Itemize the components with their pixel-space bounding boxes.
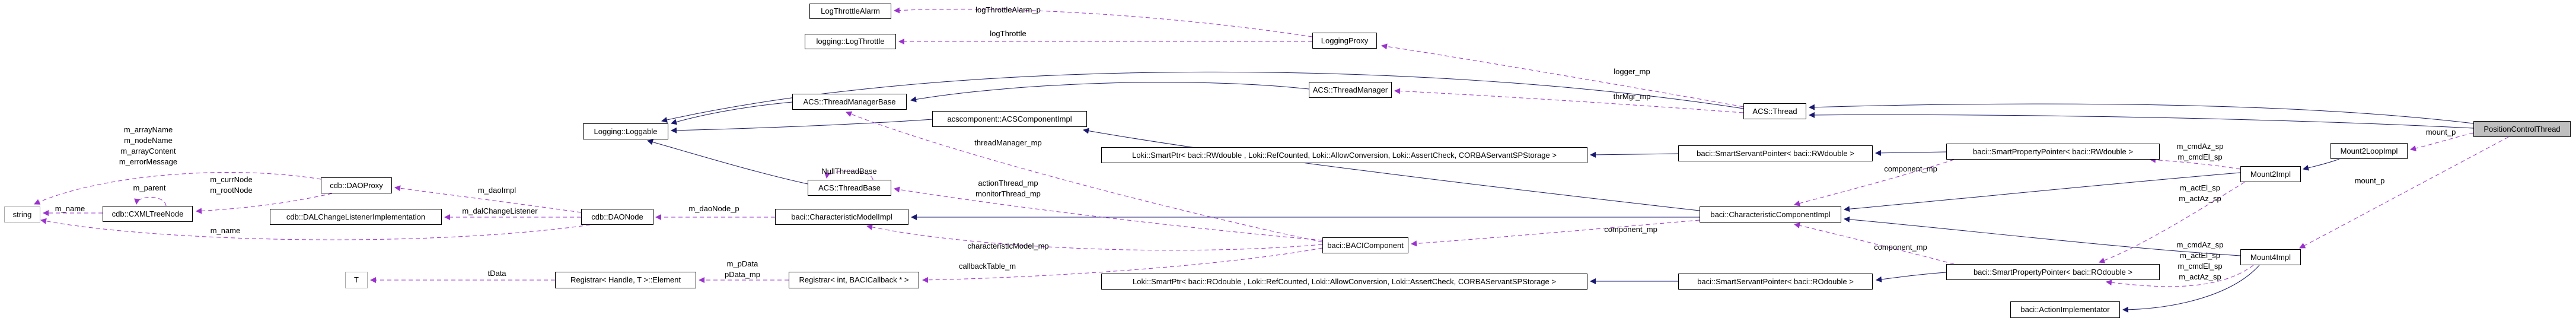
class-node-lt[interactable]: logging::LogThrottle [805,34,896,49]
edge-label-lproxy-lta: logThrottleAlarm_p [975,5,1041,14]
edge-m4-to-actimpl [2122,265,2260,313]
class-node-sspro[interactable]: baci::SmartServantPointer< baci::ROdoubl… [1678,274,1873,290]
edge-spprw-to-ssprw [1875,150,1947,156]
edge-spprw-to-cci [1794,159,1955,206]
class-node-tm[interactable]: ACS::ThreadManager [1309,82,1392,98]
edge-label-bacicomp-tmb: threadManager_mp [974,138,1042,147]
class-node-loggable[interactable]: Logging::Loggable [583,123,668,139]
edge-thread-to-lproxy [1381,43,1744,107]
edge-m2-to-cci [1844,172,2241,212]
edge-label-daonode-daoproxy: m_daoImpl [477,186,517,195]
edge-label-bacicomp-cmodel: characteristicModel_mp [967,241,1049,250]
edge-label-daoproxy-cxml: m_currNode m_rootNode [210,175,253,195]
edge-label-cxml-cxml: m_parent [133,183,166,192]
edge-label-m2-sppro: m_actEl_sp m_actAz_sp [2179,183,2221,203]
edge-label-m4-sppro: m_cmdAz_sp m_actEl_sp m_cmdEl_sp m_actAz… [2176,240,2224,281]
edge-label-lproxy-lt: logThrottle [990,29,1026,38]
edge-label-daonode-dal: m_dalChangeListener [462,206,538,215]
edge-m2-to-sppro [2099,182,2245,263]
edge-daoproxy-to-cxml [196,193,333,214]
class-node-dal[interactable]: cdb::DALChangeListenerImplementation [270,209,442,225]
edge-label-thread-tm: thrMgr_mp [1613,92,1651,101]
edge-label-elem-T: tData [487,269,506,278]
edge-cxml-to-cxml [134,196,167,206]
edge-tb-to-loggable [647,139,808,185]
edge-daonode-to-daoproxy [394,185,582,213]
edge-ssprw-to-lokirw [1590,151,1679,158]
edge-thread-to-tm [1394,88,1744,113]
class-node-elem[interactable]: Registrar< Handle, T >::Element [555,272,696,288]
edge-daoproxy-to-string [34,172,321,205]
edge-daonode-to-string [40,218,591,240]
class-node-bacicomp[interactable]: baci::BACIComponent [1322,237,1408,253]
class-node-m2[interactable]: Mount2Impl [2240,166,2301,182]
class-node-cxml[interactable]: cdb::CXMLTreeNode [103,206,193,222]
edge-sppro-to-cci [1794,223,1955,265]
class-node-thread[interactable]: ACS::Thread [1743,103,1806,119]
class-node-tb[interactable]: ACS::ThreadBase [808,180,891,196]
edge-label-spprw-cci: component_mp [1884,164,1937,173]
edge-label-cmodel-daonode: m_daoNode_p [688,204,739,213]
edge-cci-to-acsci [1083,128,1700,211]
class-node-daoproxy[interactable]: cdb::DAOProxy [321,177,392,193]
edge-label-bacicomp-tb: actionThread_mp monitorThread_mp [975,179,1041,198]
edge-label-tb-tb: NullThreadBase [821,167,877,176]
class-node-lproxy[interactable]: LoggingProxy [1312,33,1377,49]
class-node-lta[interactable]: LogThrottleAlarm [809,4,891,19]
edge-pct-to-thread [1809,112,2474,129]
edge-label-daonode-string: m_name [210,226,241,235]
class-node-m4[interactable]: Mount4Impl [2240,249,2301,265]
edge-sppro-to-sspro [1876,272,1947,282]
edge-m2l-to-m2 [2303,158,2340,171]
class-node-lokirw[interactable]: Loki::SmartPtr< baci::RWdouble , Loki::R… [1101,147,1587,163]
edge-label-regint-elem: m_pData pData_mp [725,259,760,279]
class-node-cmodel[interactable]: baci::CharacteristicModelImpl [775,209,908,225]
edge-lproxy-to-lta [894,7,1313,37]
edge-bacicomp-to-tb [894,186,1323,241]
class-node-sppro[interactable]: baci::SmartPropertyPointer< baci::ROdoub… [1946,264,2160,280]
edge-label-bacicomp-regint: callbackTable_m [958,262,1016,271]
class-node-m2l[interactable]: Mount2LoopImpl [2330,143,2408,159]
class-node-regint[interactable]: Registrar< int, BACICallback * > [789,272,919,288]
class-node-lokiro[interactable]: Loki::SmartPtr< baci::ROdouble , Loki::R… [1101,274,1587,290]
class-node-pct: PositionControlThread [2473,121,2571,137]
edge-bacicomp-to-tmb [846,111,1323,243]
edge-pct-to-m4 [2299,136,2509,249]
edge-m4-to-cci [1844,216,2241,256]
class-node-actimpl[interactable]: baci::ActionImplementator [2010,301,2120,318]
class-node-daonode[interactable]: cdb::DAONode [581,209,653,225]
edge-pct-to-thread [1809,103,2474,124]
edge-m4-to-sppro [2106,265,2254,287]
edge-label-pct-m4: mount_p [2354,176,2385,185]
class-node-string: string [4,206,40,223]
edge-label-pct-m2l: mount_p [2425,128,2456,136]
edge-cci-to-bacicomp [1411,220,1700,247]
class-node-tmb[interactable]: ACS::ThreadManagerBase [792,94,907,110]
edge-bacicomp-to-regint [922,247,1323,283]
edge-tmb-to-loggable [671,101,793,125]
class-node-cci[interactable]: baci::CharacteristicComponentImpl [1700,206,1841,223]
edge-label-cci-bacicomp: component_mp [1604,225,1657,234]
class-node-T: T [345,272,368,288]
class-node-spprw[interactable]: baci::SmartPropertyPointer< baci::RWdoub… [1946,144,2160,160]
class-node-ssprw[interactable]: baci::SmartServantPointer< baci::RWdoubl… [1678,145,1873,161]
edge-label-thread-lproxy: logger_mp [1614,67,1650,76]
edge-pct-to-m2l [2410,132,2474,151]
edge-tm-to-tmb [910,82,1309,103]
edge-tb-to-tb [824,170,873,180]
edge-label-sppro-cci: component_mp [1874,243,1927,252]
edge-m2-to-spprw [2150,157,2241,170]
edge-bacicomp-to-cmodel [866,224,1323,251]
edge-label-cxml-string: m_name [55,204,85,213]
edge-acsci-to-loggable [671,119,933,134]
edge-label-m2-spprw: m_cmdAz_sp m_cmdEl_sp [2176,142,2224,161]
edge-label-daoproxy-string: m_arrayName m_nodeName m_arrayContent m_… [119,125,178,166]
class-node-acsci[interactable]: acscomponent::ACSComponentImpl [932,111,1087,127]
